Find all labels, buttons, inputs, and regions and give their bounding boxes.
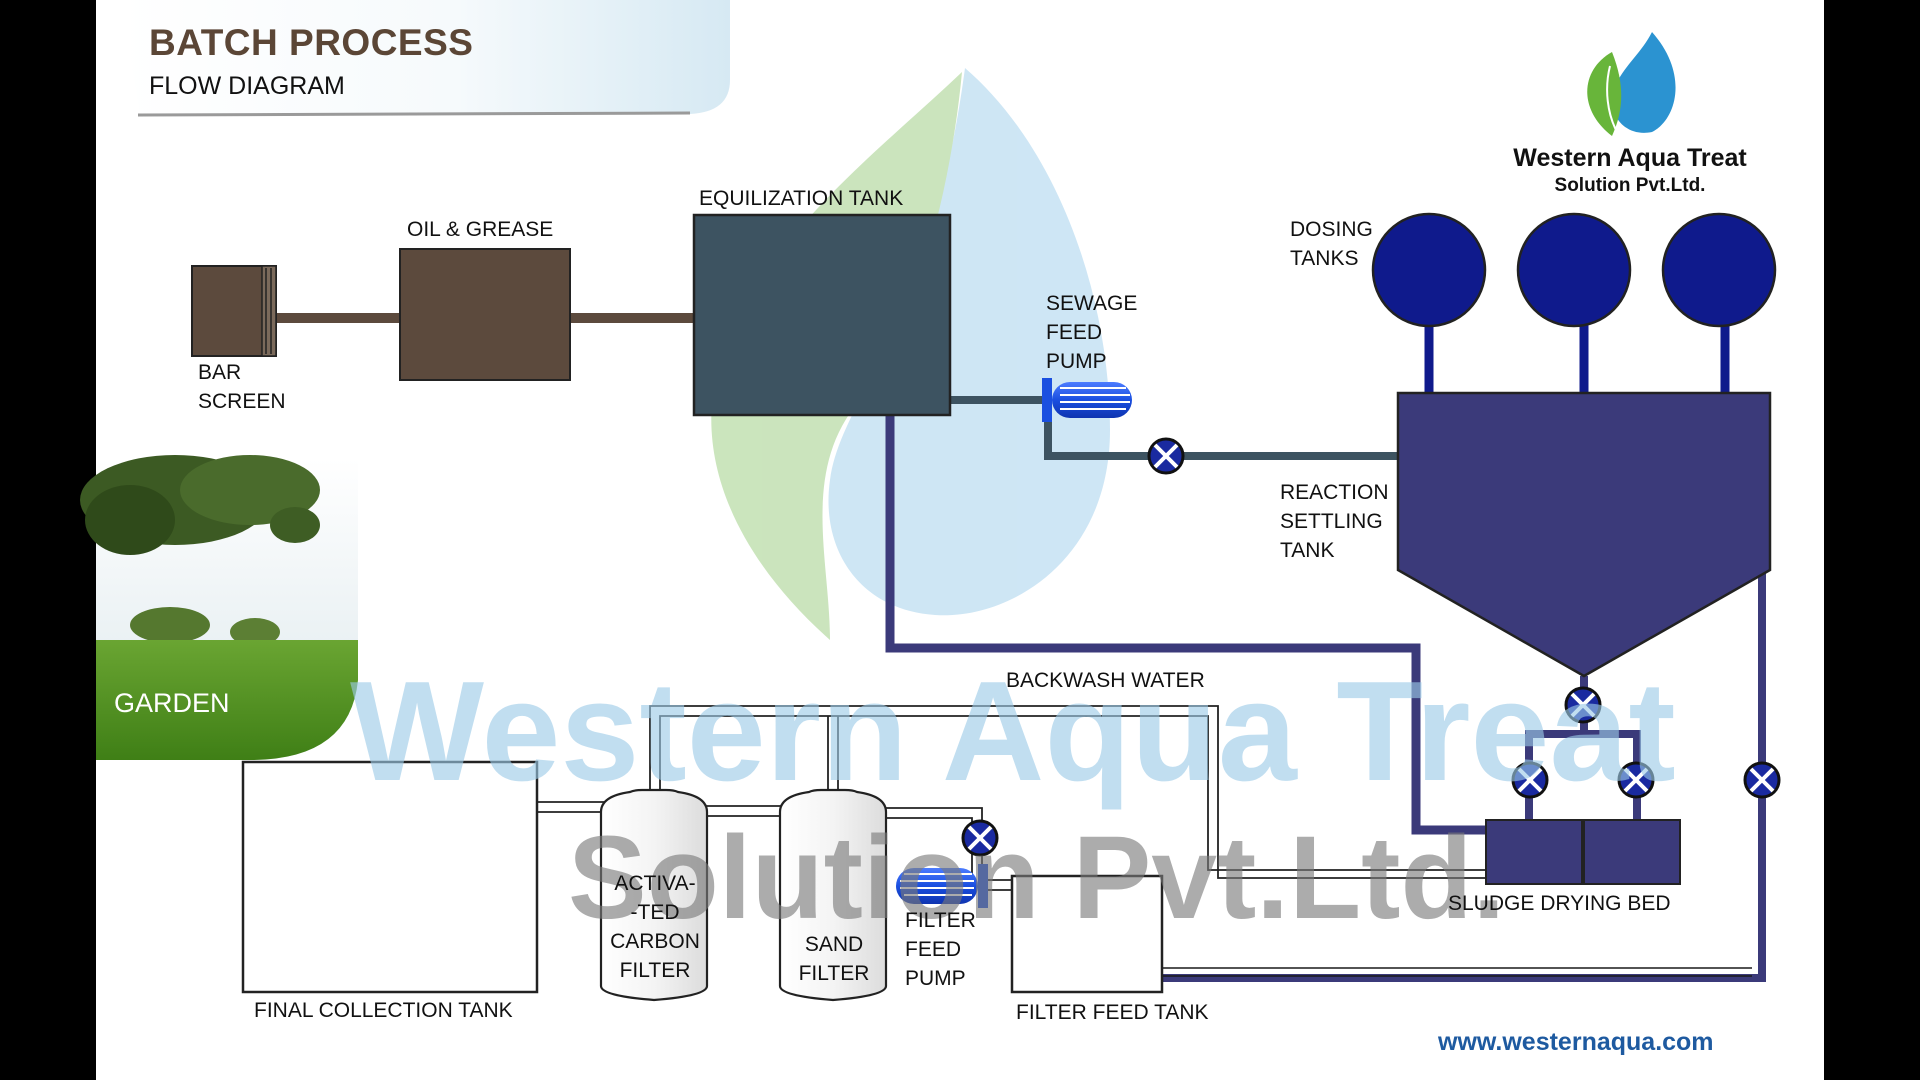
bar-screen xyxy=(191,265,277,357)
valve-icon xyxy=(1564,686,1602,724)
dosing-tank xyxy=(1661,212,1777,328)
dosing-tank xyxy=(1371,212,1487,328)
reaction-settling-tank-label: REACTION SETTLING TANK xyxy=(1280,481,1389,562)
dosing-tank xyxy=(1516,212,1632,328)
garden-label: GARDEN xyxy=(114,688,230,718)
filter-feed-pump-label: FILTER FEED PUMP xyxy=(905,909,976,990)
leaf-water-drop-icon xyxy=(1587,32,1676,136)
website-link[interactable]: www.westernaqua.com xyxy=(1438,1028,1714,1056)
backwash-pipes xyxy=(537,705,1486,891)
watermark-line-2: Solution Pvt.Ltd. xyxy=(568,812,1506,944)
valve-icon xyxy=(1743,761,1781,799)
brand-name: Western Aqua Treat Solution Pvt.Ltd. xyxy=(1480,144,1780,197)
bar-screen-label: BAR SCREEN xyxy=(198,361,286,413)
sand-filter xyxy=(778,788,888,1002)
sewage-feed-pump-icon xyxy=(1042,378,1132,422)
valve-icon xyxy=(961,819,999,857)
valve-icon xyxy=(1617,761,1655,799)
brand-line-1: Western Aqua Treat xyxy=(1513,144,1747,172)
backwash-water-label: BACKWASH WATER xyxy=(1006,669,1205,692)
oil-grease-label: OIL & GREASE xyxy=(407,218,554,241)
page-subtitle: FLOW DIAGRAM xyxy=(149,72,345,100)
activated-carbon-filter-label: ACTIVA- -TED CARBON FILTER xyxy=(610,872,700,982)
equalization-tank-label: EQUILIZATION TANK xyxy=(699,187,904,210)
sewage-feed-pump-label: SEWAGE FEED PUMP xyxy=(1046,292,1138,373)
brand-line-2: Solution Pvt.Ltd. xyxy=(1554,175,1706,196)
sludge-drying-bed-label: SLUDGE DRYING BED xyxy=(1448,892,1671,915)
oil-grease-trap xyxy=(399,248,571,381)
valve-icon xyxy=(1147,437,1185,475)
page-title: BATCH PROCESS xyxy=(149,22,474,63)
filter-feed-tank xyxy=(1010,874,1164,994)
header-underline xyxy=(137,111,691,117)
filter-feed-pump-icon xyxy=(896,864,988,908)
activated-carbon-filter xyxy=(599,788,709,1002)
dosing-tanks-label: DOSING TANKS xyxy=(1290,218,1373,270)
filter-feed-tank-label: FILTER FEED TANK xyxy=(1016,1001,1209,1024)
header-banner xyxy=(120,0,730,114)
sand-filter-label: SAND FILTER xyxy=(798,933,870,985)
final-collection-tank-label: FINAL COLLECTION TANK xyxy=(254,999,513,1022)
reaction-settling-tank xyxy=(1396,391,1772,678)
equalization-tank xyxy=(692,213,952,417)
final-collection-tank xyxy=(241,760,539,994)
valve-icon xyxy=(1511,761,1549,799)
garden-scene xyxy=(80,455,358,760)
watermark-line-1: Western Aqua Treat xyxy=(350,652,1676,811)
sludge-drying-bed xyxy=(1485,819,1681,885)
dosing-tanks xyxy=(1371,212,1777,328)
